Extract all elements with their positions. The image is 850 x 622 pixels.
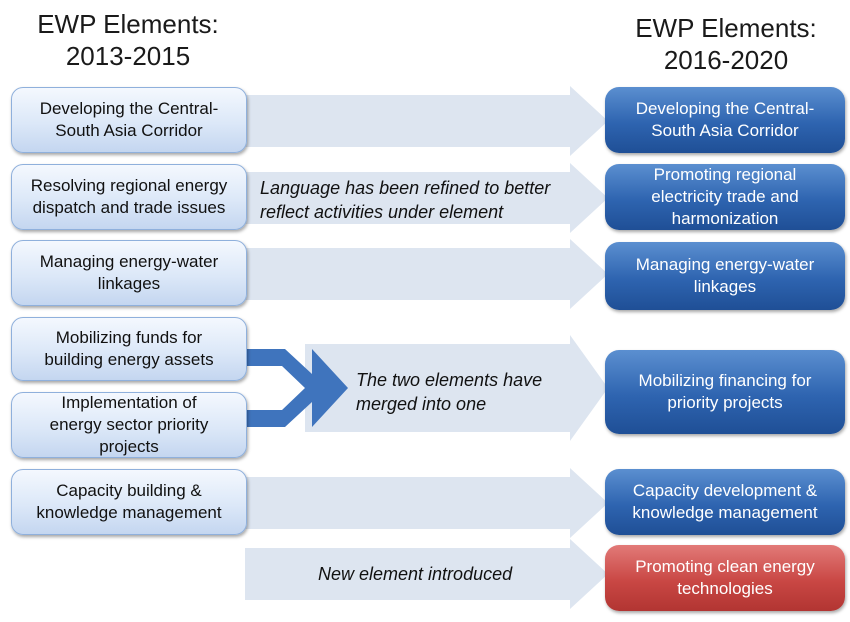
row3-arrow	[245, 239, 608, 309]
right-element-capacity-development: Capacity development &knowledge manageme…	[605, 469, 845, 535]
left-element-capacity-building: Capacity building &knowledge management	[11, 469, 247, 535]
row2-arrow	[245, 163, 608, 233]
merge-arrow	[247, 349, 348, 427]
right-heading: EWP Elements: 2016-2020	[635, 13, 817, 75]
left-heading: EWP Elements: 2013-2015	[37, 9, 219, 71]
left-element-corridor: Developing the Central-South Asia Corrid…	[11, 87, 247, 153]
right-element-corridor: Developing the Central-South Asia Corrid…	[605, 87, 845, 153]
row1-arrow	[245, 86, 608, 156]
row5-arrow	[245, 468, 608, 538]
row6-arrow	[245, 539, 608, 609]
note-new-element: New element introduced	[318, 564, 513, 584]
row4-arrow	[305, 335, 608, 441]
